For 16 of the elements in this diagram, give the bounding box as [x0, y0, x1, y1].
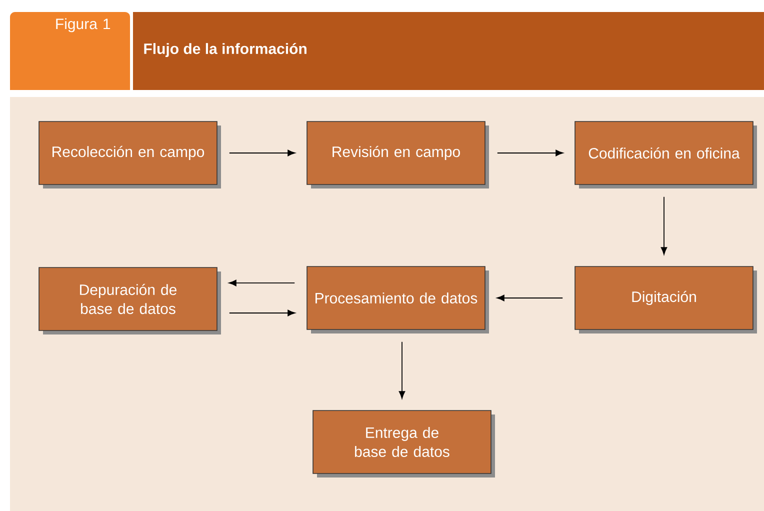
title-banner: Flujo de la información	[133, 12, 764, 90]
process-box: Codificación en oficina	[574, 121, 757, 188]
process-box: Digitación	[574, 266, 757, 334]
arrow	[660, 196, 668, 255]
arrow	[496, 150, 564, 156]
process-box: Recolección en campo	[38, 121, 221, 188]
arrow	[228, 280, 296, 286]
process-box: Revisión en campo	[306, 121, 489, 188]
process-box: Depuración de base de datos	[38, 267, 221, 334]
arrow	[228, 310, 296, 316]
arrow	[228, 150, 296, 156]
process-box: Entrega de base de datos	[312, 410, 495, 478]
figure-tab: Figura 1	[10, 12, 130, 90]
arrow	[496, 294, 564, 302]
process-box: Procesamiento de datos	[306, 266, 489, 334]
arrow	[398, 341, 406, 399]
